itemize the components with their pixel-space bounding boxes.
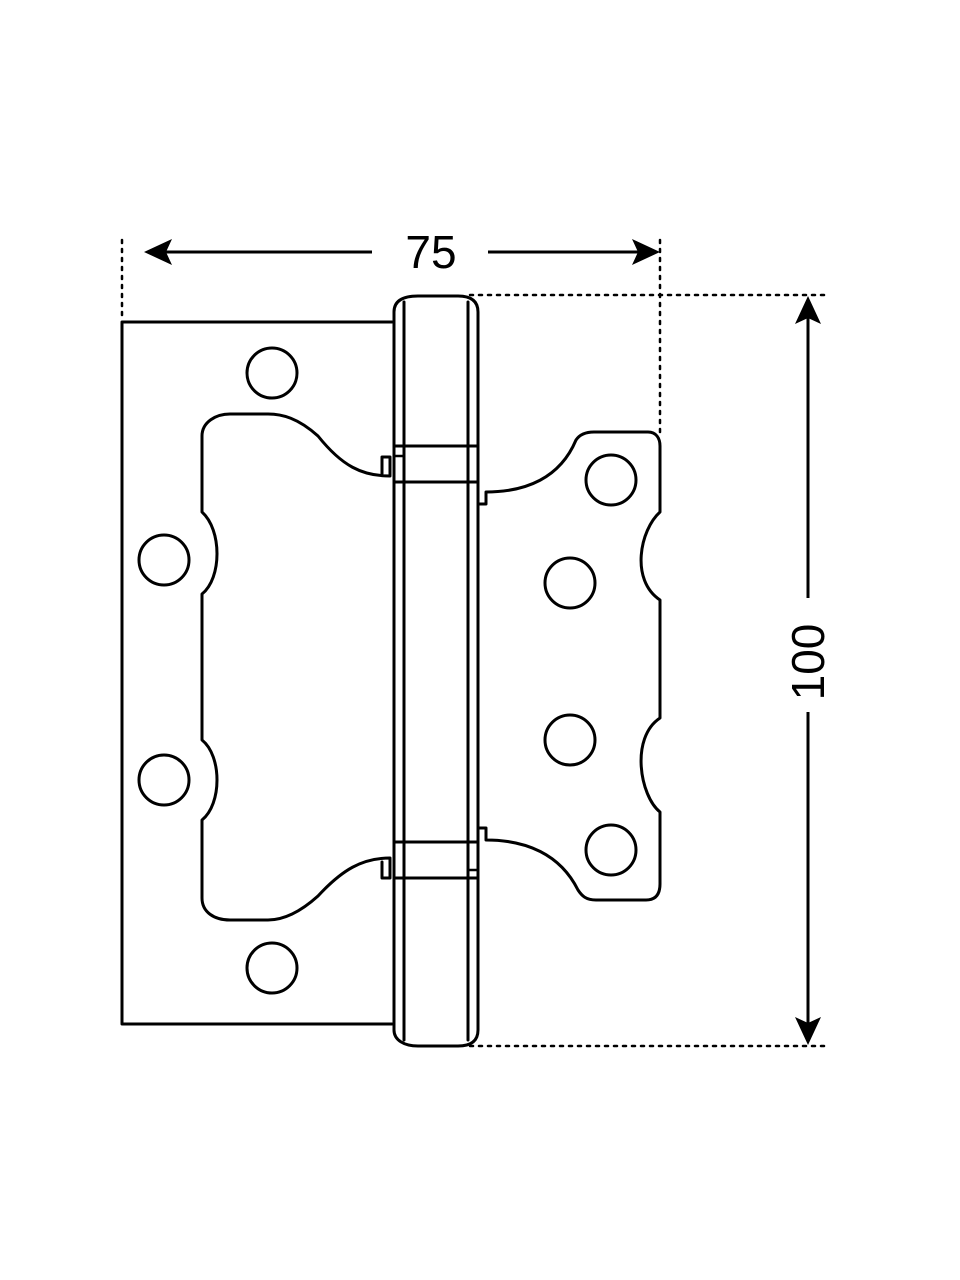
knuckle-barrel: [392, 294, 480, 1048]
outer-leaf-screw-hole: [245, 941, 299, 995]
height-dimension-label: 100: [782, 624, 834, 701]
width-dimension-label: 75: [405, 226, 456, 278]
height-arrow-top: [795, 296, 821, 324]
outer-leaf-outline: [120, 320, 394, 1026]
height-dimension: 100: [782, 296, 834, 1045]
inner-leaf-screw-hole: [584, 823, 638, 877]
outer-leaf-cutout: [200, 412, 392, 922]
width-arrow-left: [144, 239, 172, 265]
outer-leaf-screw-hole: [137, 753, 191, 807]
outer-leaf-screw-hole: [137, 533, 191, 587]
inner-leaf-outline: [476, 430, 662, 902]
width-dimension: 75: [144, 226, 660, 278]
extension-lines: [120, 238, 830, 1048]
width-arrow-right: [632, 239, 660, 265]
inner-leaf-screw-hole: [543, 713, 597, 767]
hinge-knuckle: [392, 294, 480, 1048]
inner-leaf: [476, 430, 662, 902]
inner-leaf-screw-hole: [543, 556, 597, 610]
height-arrow-bottom: [795, 1017, 821, 1045]
outer-leaf: [120, 320, 394, 1026]
inner-leaf-screw-hole: [584, 453, 638, 507]
outer-leaf-screw-hole: [245, 346, 299, 400]
